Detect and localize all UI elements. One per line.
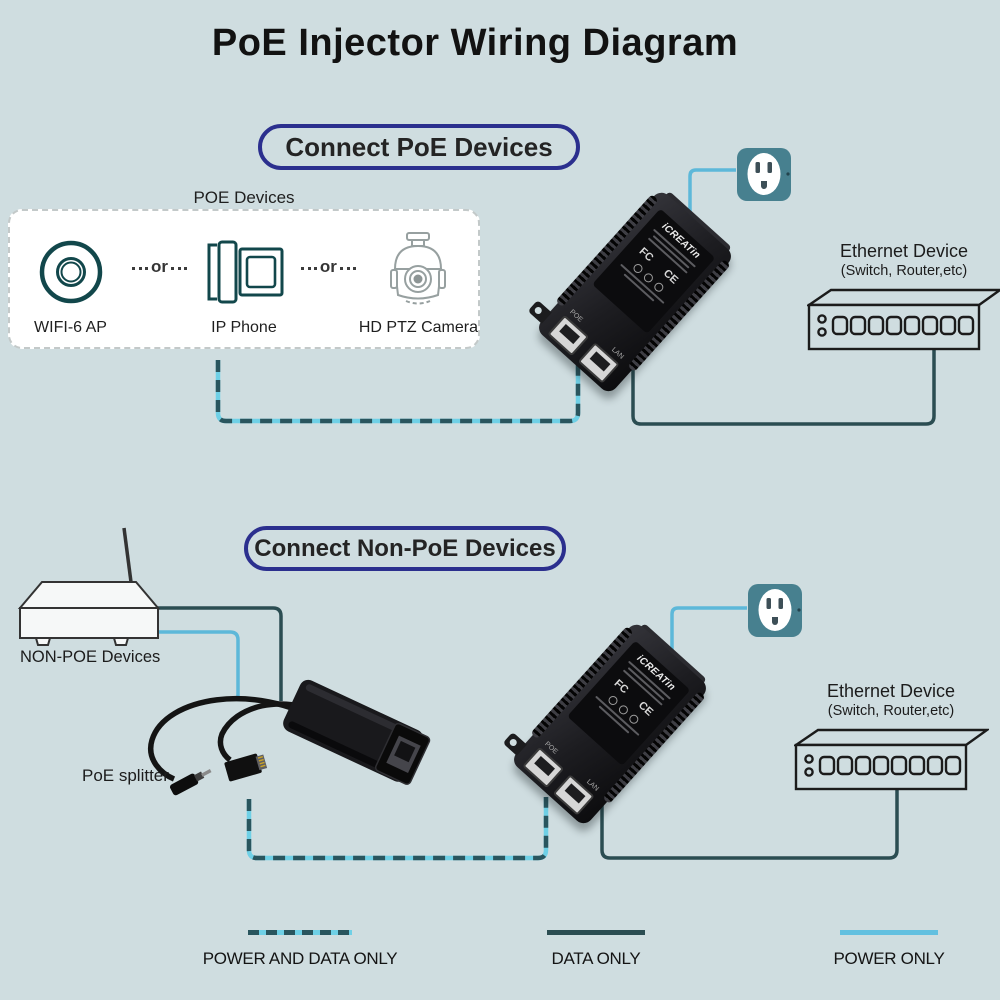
fcc-mark: FC (636, 245, 656, 265)
ethernet-device-title: Ethernet Device (839, 241, 969, 261)
or-separator: or (129, 257, 190, 277)
fcc-mark: FC (611, 677, 631, 697)
dc-barrel-plug (169, 769, 212, 796)
device-label: HD PTZ Camera (358, 319, 478, 336)
power-data-wire-1-base (215, 360, 581, 424)
diagram-title: PoE Injector Wiring Diagram (211, 22, 739, 64)
ethernet-device-subtitle: (Switch, Router,etc) (840, 263, 968, 279)
data-wire-injector2-switch2 (600, 787, 899, 860)
data-wire-router-splitter (152, 606, 283, 701)
legend-power-only: POWER ONLY (769, 930, 1000, 969)
ethernet-device-2: Ethernet Device (Switch, Router,etc) (791, 681, 991, 796)
switch-box-icon (804, 288, 1000, 351)
non-poe-devices-label: NON-POE Devices (20, 648, 161, 666)
power-outlet-icon-1 (736, 147, 792, 207)
poe-devices-box-title: POE Devices (193, 188, 295, 207)
power-data-wire-1 (215, 360, 581, 424)
power-wire-injector1-outlet1 (688, 168, 736, 216)
section-heading-text: Connect Non-PoE Devices (254, 534, 556, 562)
or-separator: or (298, 257, 359, 277)
splitter-body (283, 679, 431, 785)
device-label: IP Phone (211, 319, 277, 336)
legend-swatch-power-and-data (248, 930, 352, 935)
poe-injector-1: iCREATin FC CE POE LAN (527, 188, 736, 396)
data-wire-injector1-switch1 (631, 349, 936, 426)
ethernet-device-subtitle: (Switch, Router,etc) (827, 703, 955, 719)
rj45-plug (224, 753, 268, 782)
poe-devices-box: WIFI-6 AP or IP Phone or (8, 209, 480, 349)
ce-mark: CE (660, 267, 681, 287)
legend-label: POWER ONLY (833, 949, 945, 968)
router-icon (12, 518, 167, 651)
legend-power-and-data: POWER AND DATA ONLY (150, 930, 450, 969)
legend-swatch-data-only (547, 930, 645, 935)
section-heading-connect-poe: Connect PoE Devices (258, 124, 580, 170)
device-ip-phone: IP Phone (190, 229, 298, 337)
ce-mark: CE (635, 699, 656, 719)
legend-swatch-power-only (840, 930, 938, 935)
power-outlet-icon-2 (747, 583, 803, 643)
ptz-camera-icon (380, 229, 456, 315)
ethernet-device-title: Ethernet Device (826, 681, 956, 701)
poe-injector-2: iCREATin FC CE POE LAN (502, 620, 711, 828)
poe-splitter-label: PoE splitter (82, 766, 169, 785)
ethernet-device-1: Ethernet Device (Switch, Router,etc) (804, 241, 1000, 356)
legend-label: POWER AND DATA ONLY (202, 949, 398, 968)
power-wire-injector2-outlet2 (670, 606, 747, 652)
device-label: WIFI-6 AP (34, 319, 107, 336)
section-heading-connect-non-poe: Connect Non-PoE Devices (244, 526, 566, 571)
ip-phone-icon (202, 229, 286, 315)
legend-label: DATA ONLY (551, 949, 641, 968)
section-heading-text: Connect PoE Devices (285, 131, 553, 162)
device-ptz-camera: HD PTZ Camera (359, 229, 478, 337)
power-data-wire-2 (246, 797, 549, 861)
power-wire-router-splitter (148, 630, 240, 701)
switch-box-icon (791, 728, 991, 791)
poe-splitter-icon (70, 662, 460, 827)
wifi-ap-icon (37, 229, 105, 315)
legend-data-only: DATA ONLY (476, 930, 716, 969)
device-wifi-ap: WIFI-6 AP (12, 229, 129, 337)
